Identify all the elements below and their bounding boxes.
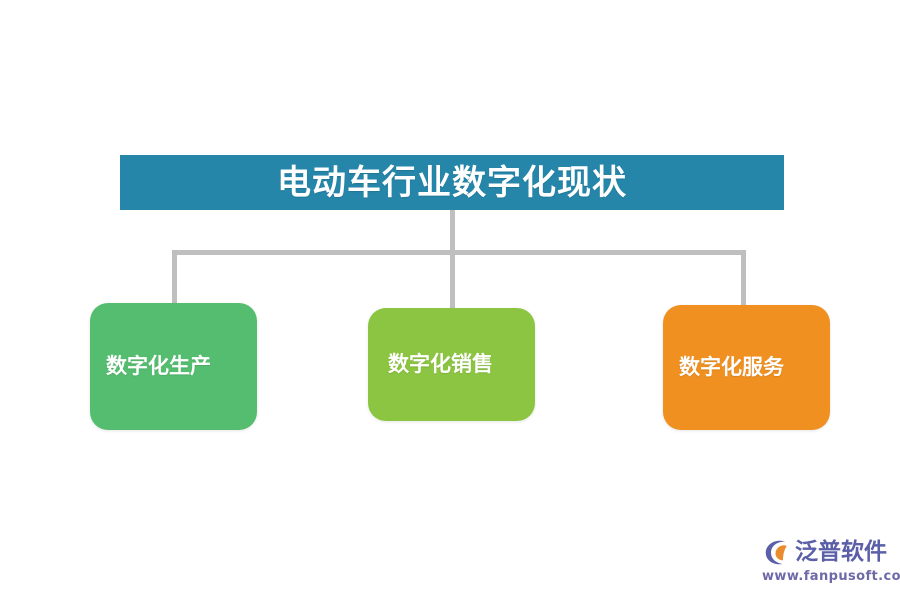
connector-branch-right — [741, 250, 746, 308]
connector-branch-left — [172, 250, 177, 306]
root-node[interactable]: 电动车行业数字化现状 — [120, 155, 784, 210]
brand-row: 泛普软件 — [762, 536, 890, 568]
child-node-label: 数字化服务 — [679, 355, 784, 379]
brand-name: 泛普软件 — [795, 538, 887, 565]
brand-watermark: 泛普软件 www.fanpusoft.com — [762, 536, 900, 588]
child-node-digital-service[interactable]: 数字化服务 — [663, 305, 830, 430]
child-node-digital-production[interactable]: 数字化生产 — [90, 303, 257, 430]
child-node-label: 数字化销售 — [388, 352, 493, 376]
child-node-label: 数字化生产 — [106, 354, 211, 378]
brand-url: www.fanpusoft.com — [762, 569, 900, 584]
root-node-label: 电动车行业数字化现状 — [277, 162, 627, 203]
child-node-digital-sales[interactable]: 数字化销售 — [368, 308, 535, 421]
connector-horizontal-bus — [172, 250, 746, 255]
fanpu-logo-icon — [765, 540, 787, 565]
connector-trunk-vertical — [450, 210, 455, 255]
connector-branch-center — [450, 250, 455, 310]
